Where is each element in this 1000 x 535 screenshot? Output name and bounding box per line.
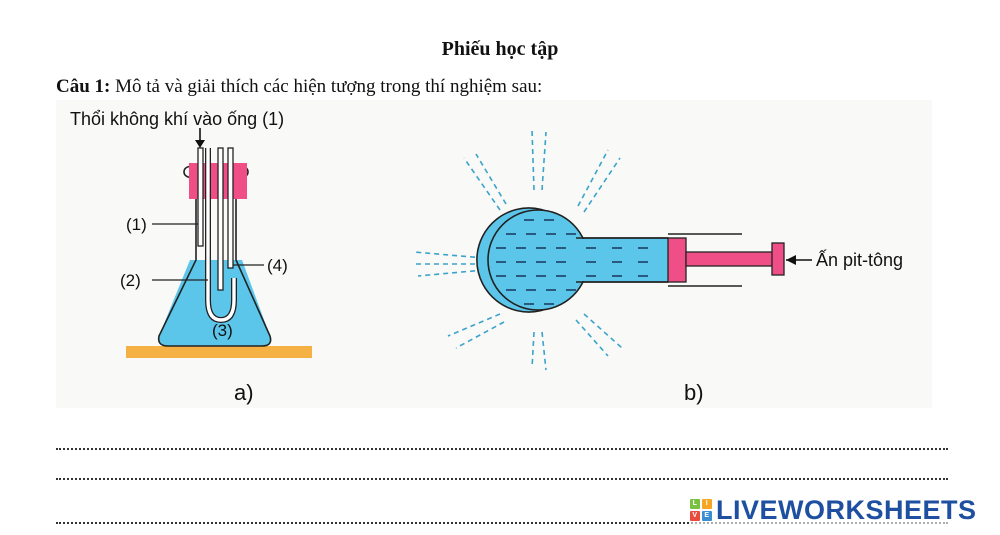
experiment-diagram: Thổi không khí vào ống (1) (1) (2) (3) (… [70, 109, 903, 405]
page-title: Phiếu học tập [441, 38, 559, 60]
caption-a: a) [234, 380, 254, 405]
table-surface [126, 346, 312, 358]
tube-4 [227, 147, 234, 269]
answer-line-2[interactable] [56, 464, 948, 480]
watermark-text: LIVEWORKSHEETS [716, 494, 977, 525]
tube-3-label: (3) [212, 321, 233, 340]
tube-1 [197, 147, 204, 247]
tube-2 [206, 148, 236, 322]
experiment-figure: Thổi không khí vào ống (1) (1) (2) (3) (… [56, 100, 932, 408]
water-spray-icon [413, 129, 623, 371]
plunger-handle [771, 242, 785, 276]
piston-head [667, 237, 687, 283]
tube-2-label: (2) [120, 271, 141, 290]
question-label: Câu 1: [56, 76, 111, 97]
tube-4-label: (4) [267, 256, 288, 275]
flask-apparatus: Thổi không khí vào ống (1) (1) (2) (3) (… [70, 109, 312, 405]
flask-outline [157, 178, 272, 347]
sphere-bulb [487, 209, 589, 311]
answer-line-3[interactable] [56, 508, 948, 524]
question-1: Câu 1: Mô tả và giải thích các hiện tượn… [56, 76, 542, 98]
piston-label: Ấn pit-tông [816, 249, 903, 270]
tube-1-label: (1) [126, 215, 147, 234]
tube-3 [217, 147, 224, 291]
piston-rod [685, 251, 775, 267]
answer-line-1[interactable] [56, 434, 948, 450]
caption-b: b) [684, 380, 704, 405]
flask-water [158, 260, 271, 346]
question-text: Mô tả và giải thích các hiện tượng trong… [110, 76, 543, 97]
air-blow-label: Thổi không khí vào ống (1) [70, 109, 284, 129]
syringe-apparatus: Ấn pit-tông b) [413, 129, 903, 405]
